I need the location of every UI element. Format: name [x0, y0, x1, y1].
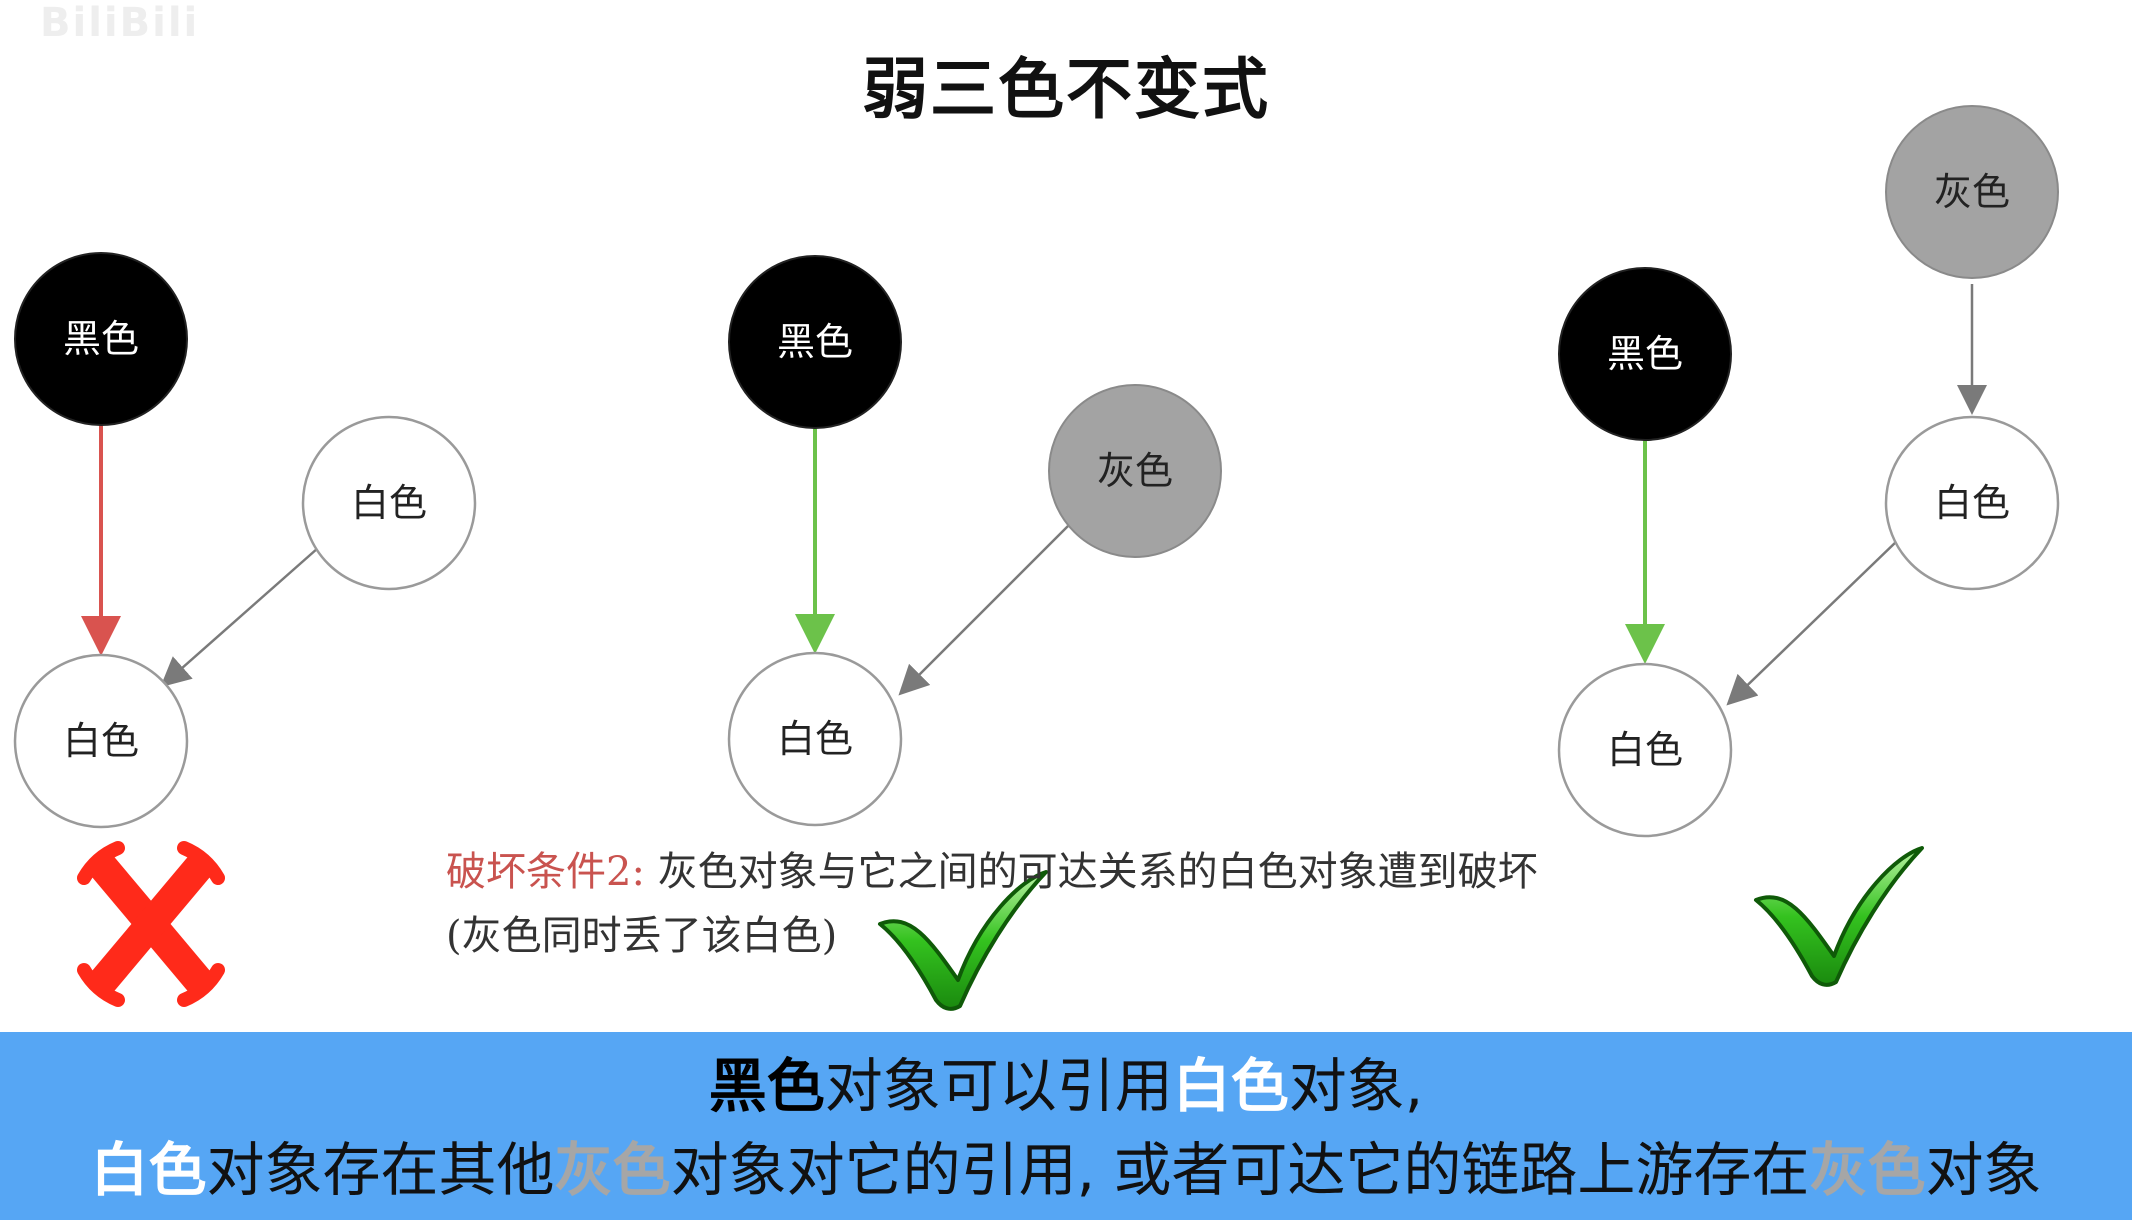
note-line-2: (灰色同时丢了该白色)	[446, 913, 838, 959]
green-check-icon	[1754, 846, 1924, 987]
banner-text: 对象可以引用	[824, 1052, 1173, 1120]
edge-gray-to-white	[898, 525, 1069, 696]
banner-text: 对象,	[1288, 1052, 1424, 1120]
node-black: 黑色	[728, 255, 902, 429]
banner-text: 对象存在其他	[206, 1136, 555, 1204]
node-white: 白色	[1884, 415, 2060, 591]
node-label: 白色	[63, 719, 139, 763]
node-white-target: 白色	[13, 653, 189, 829]
node-label: 白色	[777, 717, 853, 761]
node-white-target: 白色	[1557, 662, 1733, 838]
node-label: 灰色	[1934, 170, 2010, 214]
break-condition-note: 破坏条件2: 灰色对象与它之间的可达关系的白色对象遭到破坏 (灰色同时丢了该白色…	[446, 840, 1538, 968]
banner-keyword-gray: 灰色	[554, 1136, 671, 1204]
panel-1: 黑色 白色 白色	[13, 252, 477, 1007]
node-label: 白色	[1934, 481, 2010, 525]
node-white-target: 白色	[727, 651, 903, 827]
node-black: 黑色	[1558, 267, 1732, 441]
edge-white-to-white	[1726, 539, 1899, 706]
note-condition: 破坏条件2:	[446, 849, 645, 895]
node-gray: 灰色	[1048, 384, 1222, 558]
red-cross-icon	[77, 841, 225, 1007]
banner-text: 对象对它的引用, 或者可达它的链路上游存在	[670, 1136, 1810, 1204]
note-text: 灰色对象与它之间的可达关系的白色对象遭到破坏	[644, 849, 1538, 895]
edge-white-to-white	[160, 547, 319, 688]
node-label: 黑色	[63, 317, 139, 361]
banner-keyword-black: 黑色	[708, 1052, 825, 1120]
node-label: 黑色	[1607, 332, 1683, 376]
summary-banner: 黑色对象可以引用白色对象, 白色对象存在其他灰色对象对它的引用, 或者可达它的链…	[0, 1032, 2132, 1220]
banner-line-1: 黑色对象可以引用白色对象,	[0, 1048, 2132, 1124]
watermark: BiliBili	[40, 0, 200, 46]
node-black: 黑色	[14, 252, 188, 426]
banner-text: 对象	[1925, 1136, 2042, 1204]
banner-keyword-white: 白色	[90, 1136, 207, 1204]
page-title: 弱三色不变式	[862, 51, 1270, 128]
node-label: 黑色	[777, 320, 853, 364]
green-check-icon	[878, 870, 1048, 1011]
node-label: 白色	[1607, 728, 1683, 772]
note-line-1: 破坏条件2: 灰色对象与它之间的可达关系的白色对象遭到破坏	[446, 840, 1538, 904]
node-label: 白色	[351, 481, 427, 525]
panel-3: 灰色 黑色 白色 白色	[1557, 105, 2060, 987]
node-gray: 灰色	[1885, 105, 2059, 279]
banner-keyword-gray: 灰色	[1809, 1136, 1926, 1204]
panel-2: 黑色 灰色 白色	[727, 255, 1222, 1011]
node-white: 白色	[301, 415, 477, 591]
node-label: 灰色	[1097, 449, 1173, 493]
banner-line-2: 白色对象存在其他灰色对象对它的引用, 或者可达它的链路上游存在灰色对象	[0, 1132, 2132, 1208]
banner-keyword-white: 白色	[1172, 1052, 1289, 1120]
